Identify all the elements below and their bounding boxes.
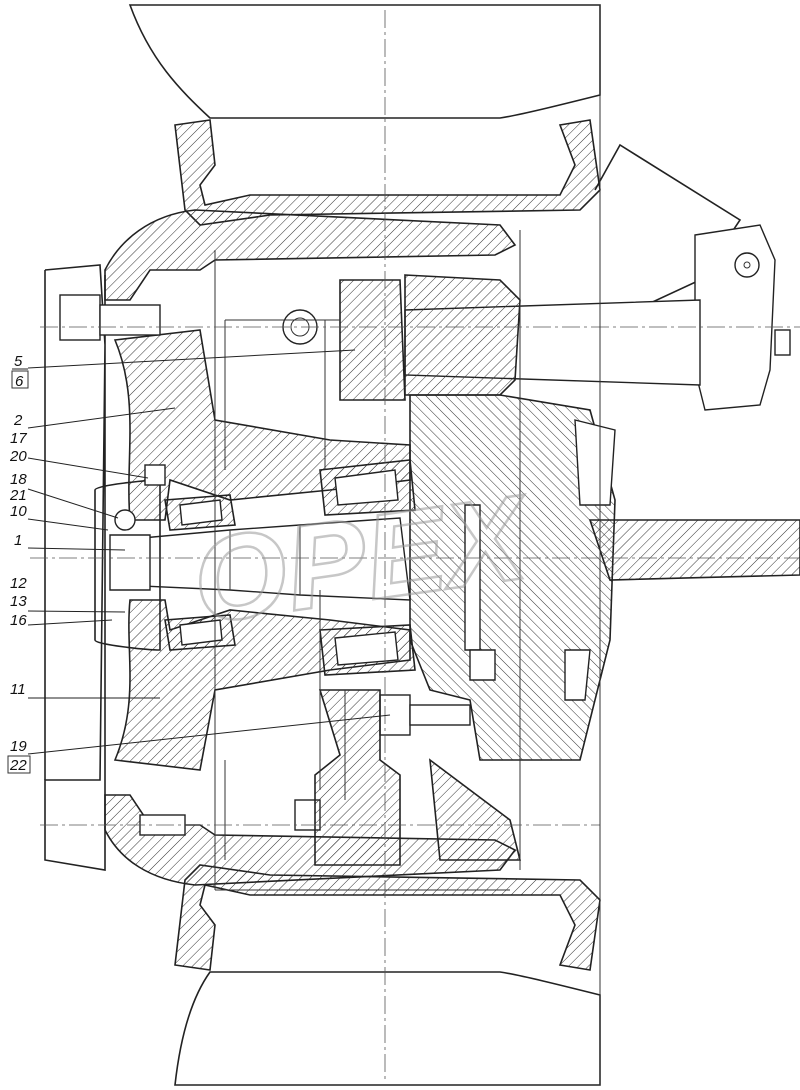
center-lines xyxy=(30,5,800,1085)
callout-16: 16 xyxy=(10,612,27,629)
callout-5: 5 xyxy=(14,353,23,370)
brake-actuator xyxy=(282,143,791,411)
callout-17: 17 xyxy=(10,430,27,447)
leader-lines xyxy=(27,349,391,755)
callout-1: 1 xyxy=(14,532,22,549)
construction-lines xyxy=(214,230,521,891)
brake-shoe-lower xyxy=(314,689,522,866)
callout-21: 21 xyxy=(9,487,27,504)
callout-12: 12 xyxy=(10,575,27,592)
callout-20: 20 xyxy=(9,448,27,465)
callout-13: 13 xyxy=(10,593,27,610)
callout-2: 2 xyxy=(13,412,23,429)
callout-11: 11 xyxy=(10,681,26,698)
tapered-bearings xyxy=(164,459,416,676)
tire-outline xyxy=(128,4,601,1086)
callout-19: 19 xyxy=(10,738,27,755)
callout-18: 18 xyxy=(10,471,27,488)
callout-6: 6 xyxy=(15,373,24,390)
callout-10: 10 xyxy=(10,503,27,520)
callout-22: 22 xyxy=(9,757,27,774)
hub-cap xyxy=(44,264,161,871)
spindle-shaft xyxy=(109,517,411,601)
callout-labels: 5 6 2 17 20 18 21 10 1 12 13 16 11 19 22 xyxy=(7,353,31,774)
